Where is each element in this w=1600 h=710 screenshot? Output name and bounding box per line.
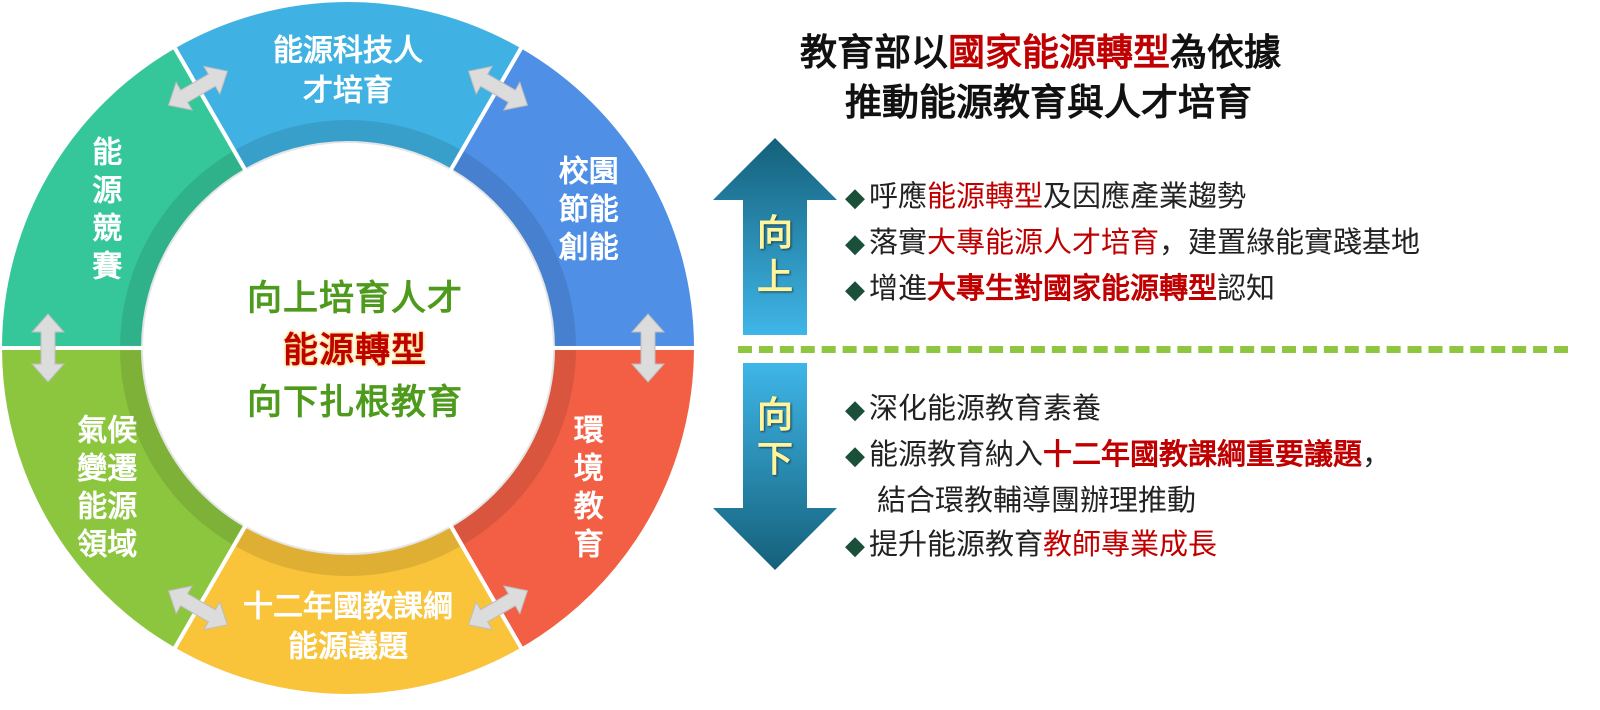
ring-segment-shade bbox=[452, 350, 576, 545]
segment-label-competition: 源 bbox=[92, 174, 122, 209]
down-bullet-3-highlight: 教師專業成長 bbox=[1043, 527, 1218, 561]
segment-label-environment: 環 bbox=[574, 414, 605, 449]
up-bullet-1: ◆呼應能源轉型及因應產業趨勢 bbox=[845, 174, 1420, 220]
segment-label-energy-tech: 才培育 bbox=[303, 74, 393, 109]
double-arrow-icon bbox=[630, 313, 666, 383]
segment-label-campus: 創能 bbox=[559, 231, 619, 266]
ring-segment-campus bbox=[447, 43, 699, 350]
ring-segment-shade bbox=[236, 526, 460, 576]
diamond-icon: ◆ bbox=[845, 395, 865, 425]
segment-label-curriculum: 十二年國教課綱 bbox=[243, 590, 453, 625]
ring-segment-shade bbox=[236, 119, 460, 170]
double-arrow-icon bbox=[167, 585, 229, 631]
up-label-2: 上 bbox=[756, 257, 793, 298]
down-label-2: 下 bbox=[756, 439, 793, 480]
down-label-1: 向 bbox=[756, 395, 793, 436]
ring-segment-energy-tech bbox=[171, 0, 525, 174]
down-bullet-2-highlight: 十二年國教課綱重要議題 bbox=[1043, 437, 1363, 471]
down-bullet-1-text: 深化能源教育素養 bbox=[869, 391, 1102, 425]
down-bullet-1: ◆深化能源教育素養 bbox=[845, 386, 1391, 432]
dashed-divider bbox=[738, 346, 1568, 353]
segment-label-environment: 境 bbox=[574, 452, 604, 487]
ring-segment-shade bbox=[120, 151, 244, 346]
down-bullet-3: ◆提升能源教育教師專業成長 bbox=[845, 522, 1391, 568]
up-bullet-3-highlight: 大專生對國家能源轉型 bbox=[927, 271, 1218, 305]
segment-label-energy-tech: 能源科技人 bbox=[273, 34, 423, 69]
ring-segment-environment bbox=[447, 346, 699, 653]
segment-label-competition: 競 bbox=[92, 212, 122, 247]
down-bullet-2: ◆能源教育納入十二年國教課綱重要議題， bbox=[845, 432, 1391, 478]
title-prefix: 教育部以 bbox=[800, 31, 948, 74]
segment-label-campus: 校園 bbox=[559, 155, 619, 190]
ring-segment-shade bbox=[452, 151, 576, 346]
segment-label-environment: 教 bbox=[574, 490, 604, 525]
segment-label-climate: 氣候 bbox=[77, 414, 138, 449]
diamond-icon: ◆ bbox=[845, 229, 865, 259]
up-bullet-3-post: 認知 bbox=[1217, 271, 1276, 305]
down-bullet-2-continuation: 結合環教輔導團辦理推動 bbox=[877, 483, 1197, 517]
double-arrow-icon bbox=[167, 65, 229, 111]
energy-education-ring-diagram: 能源科技人才培育校園節能創能環境教育十二年國教課綱能源議題氣候變遷能源領域能源競… bbox=[0, 0, 699, 698]
up-bullet-3-pre: 增進 bbox=[869, 271, 928, 305]
diamond-icon: ◆ bbox=[845, 441, 865, 471]
up-down-arrows bbox=[713, 138, 837, 570]
double-arrow-icon bbox=[467, 65, 529, 111]
segment-label-competition: 賽 bbox=[92, 250, 123, 285]
up-bullet-1-pre: 呼應 bbox=[869, 179, 928, 213]
center-text-top: 向上培育人才 bbox=[246, 279, 463, 319]
down-bullet-2-pre: 能源教育納入 bbox=[869, 437, 1044, 471]
segment-label-climate: 領域 bbox=[77, 528, 137, 563]
segment-label-campus: 節能 bbox=[559, 193, 619, 228]
up-label-1: 向 bbox=[756, 213, 793, 254]
up-bullet-2-pre: 落實 bbox=[869, 225, 928, 259]
title-line-1: 教育部以國家能源轉型為依據 bbox=[800, 28, 1560, 78]
segment-label-climate: 變遷 bbox=[77, 452, 137, 487]
diamond-icon: ◆ bbox=[845, 275, 865, 305]
ring-segment-climate bbox=[0, 346, 249, 653]
up-bullet-2: ◆落實大專能源人才培育，建置綠能實踐基地 bbox=[845, 220, 1420, 266]
up-bullet-list: ◆呼應能源轉型及因應產業趨勢 ◆落實大專能源人才培育，建置綠能實踐基地 ◆增進大… bbox=[845, 174, 1420, 312]
double-arrow-icon bbox=[467, 585, 529, 631]
up-arrow-icon bbox=[713, 138, 837, 335]
down-bullet-3-pre: 提升能源教育 bbox=[869, 527, 1044, 561]
up-bullet-2-post: ，建置綠能實踐基地 bbox=[1159, 225, 1421, 259]
diamond-icon: ◆ bbox=[845, 531, 865, 561]
up-bullet-1-post: 及因應產業趨勢 bbox=[1043, 179, 1247, 213]
center-text-middle: 能源轉型 bbox=[282, 331, 427, 371]
page-title: 教育部以國家能源轉型為依據 推動能源教育與人才培育 bbox=[800, 28, 1560, 128]
up-bullet-1-highlight: 能源轉型 bbox=[927, 179, 1044, 213]
ring-segment-curriculum bbox=[171, 522, 525, 698]
down-bullet-2-post: ， bbox=[1362, 437, 1392, 471]
ring-segment-shade bbox=[120, 350, 244, 545]
segment-label-climate: 能源 bbox=[77, 490, 137, 525]
title-suffix: 為依據 bbox=[1170, 31, 1281, 74]
down-bullet-list: ◆深化能源教育素養 ◆能源教育納入十二年國教課綱重要議題， 結合環教輔導團辦理推… bbox=[845, 386, 1391, 568]
double-arrow-icon bbox=[30, 313, 66, 383]
up-bullet-3: ◆增進大專生對國家能源轉型認知 bbox=[845, 266, 1420, 312]
center-text-bottom: 向下扎根教育 bbox=[246, 383, 463, 423]
title-highlight: 國家能源轉型 bbox=[948, 31, 1170, 74]
segment-label-curriculum: 能源議題 bbox=[288, 630, 408, 665]
ring-segment-competition bbox=[0, 43, 249, 350]
segment-label-competition: 能 bbox=[92, 136, 122, 171]
diamond-icon: ◆ bbox=[845, 183, 865, 213]
title-line-2: 推動能源教育與人才培育 bbox=[845, 81, 1252, 124]
down-arrow-icon bbox=[713, 363, 837, 570]
up-bullet-2-highlight: 大專能源人才培育 bbox=[927, 225, 1160, 259]
segment-label-environment: 育 bbox=[574, 528, 604, 563]
